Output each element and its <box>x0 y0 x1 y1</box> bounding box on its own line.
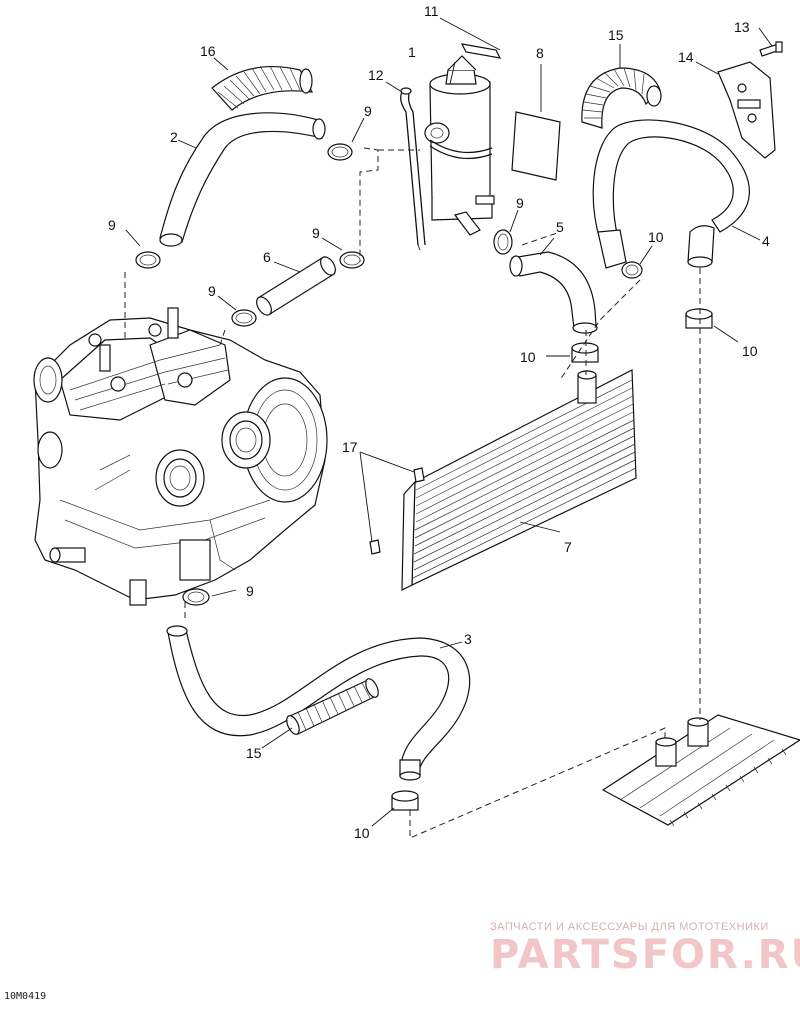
callout-12: 12 <box>368 67 384 83</box>
heat-exchanger <box>601 714 800 827</box>
clamp <box>493 229 513 255</box>
clamps-9 <box>135 143 513 606</box>
coolant-hose-5 <box>509 251 598 334</box>
clamp <box>685 308 713 329</box>
callout-11: 11 <box>424 3 439 19</box>
reservoir-cap-11 <box>460 43 502 59</box>
callout-4: 4 <box>762 233 770 249</box>
connection-lines <box>124 147 701 839</box>
callout-10: 10 <box>354 825 370 841</box>
rivets-17 <box>369 467 425 555</box>
callout-numbers: 1 2 3 4 5 6 7 8 9 9 9 9 9 9 10 10 10 10 … <box>108 3 770 841</box>
figure-code: 10M0419 <box>4 991 46 1002</box>
callout-9: 9 <box>108 217 116 233</box>
callout-17: 17 <box>342 439 358 455</box>
overflow-tube-12 <box>400 87 426 246</box>
radiator-7 <box>401 369 637 591</box>
callout-13: 13 <box>734 19 750 35</box>
callout-9: 9 <box>516 195 524 211</box>
callout-9: 9 <box>208 283 216 299</box>
watermark-brand: PARTSFOR.RU <box>490 932 800 978</box>
clamp <box>621 261 643 279</box>
callout-leaders <box>125 17 773 827</box>
callout-2: 2 <box>170 129 178 145</box>
clamp <box>135 251 161 269</box>
watermark-tagline: ЗАПЧАСТИ И АКСЕССУАРЫ ДЛЯ МОТОТЕХНИКИ <box>490 921 769 933</box>
clamp <box>391 790 419 811</box>
callout-6: 6 <box>263 249 271 265</box>
callout-16: 16 <box>200 43 216 59</box>
callout-15: 15 <box>608 27 624 43</box>
clamps-10 <box>391 261 713 811</box>
callout-9: 9 <box>246 583 254 599</box>
engine-illustration <box>33 307 328 606</box>
coolant-hose-2 <box>159 112 326 247</box>
clamp <box>182 588 210 606</box>
coolant-reservoir-1 <box>424 55 495 236</box>
clamp <box>327 143 353 161</box>
bracket-14 <box>717 61 776 159</box>
watermark: ЗАПЧАСТИ И АКСЕССУАРЫ ДЛЯ МОТОТЕХНИКИ PA… <box>490 921 800 978</box>
callout-7: 7 <box>564 539 572 555</box>
callout-9: 9 <box>364 103 372 119</box>
clamp <box>231 309 257 327</box>
corrugated-hose-16 <box>211 65 314 111</box>
coolant-hose-3 <box>166 625 471 781</box>
coolant-hose-4 <box>592 119 750 269</box>
callout-9: 9 <box>312 225 320 241</box>
callout-1: 1 <box>408 44 416 60</box>
corrugated-hose-15-upper <box>581 67 662 129</box>
callout-15: 15 <box>246 745 262 761</box>
callout-3: 3 <box>464 631 472 647</box>
callout-10: 10 <box>520 349 536 365</box>
callout-10: 10 <box>648 229 664 245</box>
callout-10: 10 <box>742 343 758 359</box>
clamp <box>571 342 599 363</box>
coolant-hose-6 <box>256 256 336 316</box>
callout-14: 14 <box>678 49 694 65</box>
decal-8 <box>511 111 561 181</box>
callout-5: 5 <box>556 219 564 235</box>
callout-8: 8 <box>536 45 544 61</box>
